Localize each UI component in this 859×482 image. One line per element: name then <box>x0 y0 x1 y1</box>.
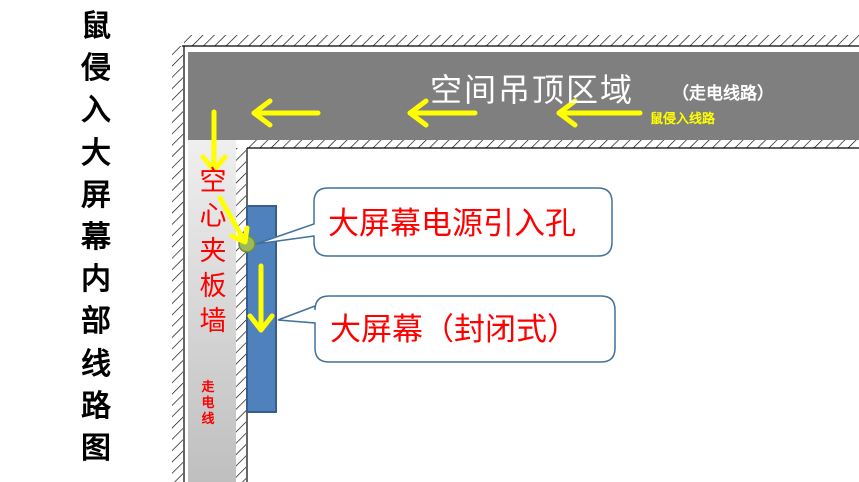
rat-route-arrows <box>200 98 643 333</box>
route-label: 鼠侵入线路 <box>650 111 716 127</box>
inner-hatch-left <box>236 148 246 482</box>
arrow-left-icon <box>556 98 643 128</box>
title-char: 图 <box>81 431 111 467</box>
arrow-left-icon <box>407 98 478 128</box>
wall-label-char: 板 <box>200 271 227 302</box>
diagram-title-vertical: 鼠 侵 入 大 屏 幕 内 部 线 路 图 <box>76 6 116 470</box>
callout-power-hole <box>255 187 613 257</box>
ceiling-area <box>188 52 859 140</box>
outer-wall-hatch-left <box>172 46 183 482</box>
wall-label: 空 心 夹 板 墙 <box>200 166 227 337</box>
title-char: 路 <box>81 388 111 424</box>
ceiling-sublabel: （走电线路） <box>672 83 774 104</box>
arrow-diagonal-icon <box>217 195 250 245</box>
arrow-down-icon <box>200 109 228 173</box>
ceiling-label: 空间吊顶区域 <box>430 71 634 109</box>
wall-label-char: 心 <box>200 201 227 232</box>
title-char: 鼠 <box>81 9 111 44</box>
callout-screen-text: 大屏幕（封闭式） <box>330 312 578 348</box>
title-char: 侵 <box>81 51 111 87</box>
title-char: 大 <box>81 135 111 171</box>
title-char: 线 <box>81 346 111 382</box>
title-char: 幕 <box>81 220 111 256</box>
wall-sublabel-char: 线 <box>201 411 214 427</box>
wall-sublabel: 走 电 线 <box>201 379 215 427</box>
callout-power-hole-text: 大屏幕电源引入孔 <box>328 206 576 242</box>
callout-screen <box>277 295 616 363</box>
wall-sublabel-char: 走 <box>201 379 215 395</box>
wall-label-char: 夹 <box>200 236 227 267</box>
title-char: 屏 <box>81 177 111 213</box>
title-char: 内 <box>81 262 111 298</box>
inner-hatch-top <box>247 140 859 148</box>
arrow-down-icon <box>247 263 275 333</box>
arrow-left-icon <box>251 98 321 128</box>
wall-label-char: 空 <box>200 166 227 197</box>
wall-label-char: 墙 <box>200 306 227 337</box>
wall-sublabel-char: 电 <box>201 395 214 411</box>
outer-wall-hatch-top <box>184 35 859 46</box>
title-char: 入 <box>81 93 111 129</box>
hollow-wall <box>188 140 236 482</box>
title-char: 部 <box>81 304 111 340</box>
